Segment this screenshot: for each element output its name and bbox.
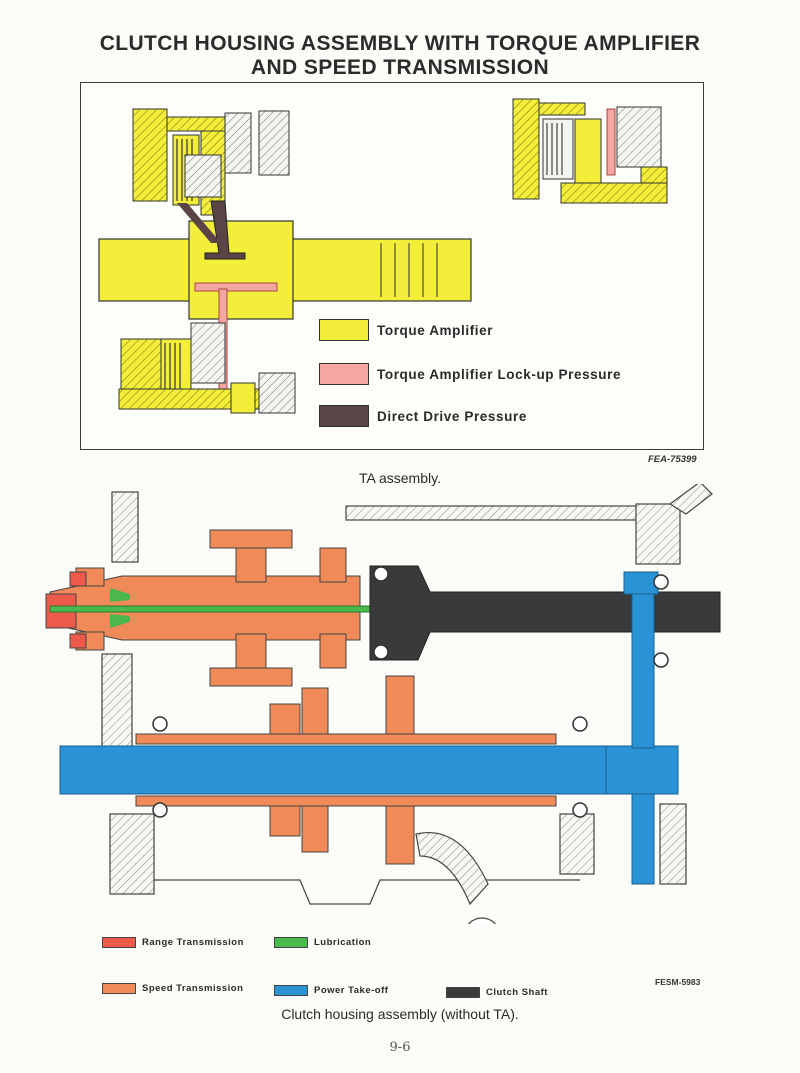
clutch-legend-swatch — [274, 937, 308, 948]
clutch-housing-drawing — [45, 484, 721, 924]
clutch-legend-swatch — [102, 983, 136, 994]
ta-legend-torque-amplifier: Torque Amplifier — [319, 319, 493, 341]
clutch-legend-label: Speed Transmission — [142, 983, 244, 994]
clutch-caption: Clutch housing assembly (without TA). — [281, 1006, 519, 1022]
page-title: CLUTCH HOUSING ASSEMBLY WITH TORQUE AMPL… — [0, 32, 800, 80]
clutch-legend-swatch — [446, 987, 480, 998]
clutch-legend-speed: Speed Transmission — [102, 983, 243, 994]
clutch-legend-label: Range Transmission — [142, 937, 244, 948]
direct-drive-passage — [177, 200, 246, 260]
clutch-figure-code: FESM-5983 — [655, 977, 701, 987]
ta-legend-lockup-pressure: Torque Amplifier Lock-up Pressure — [319, 363, 621, 385]
ta-shaft — [98, 220, 472, 320]
clutch-legend-label: Lubrication — [314, 937, 372, 948]
ta-legend-direct-drive: Direct Drive Pressure — [319, 405, 527, 427]
ta-legend-swatch — [319, 319, 369, 341]
title-line-2: AND SPEED TRANSMISSION — [250, 56, 550, 79]
power-take-off — [59, 571, 679, 885]
page-number: 9-6 — [389, 1040, 411, 1055]
ta-legend-label: Direct Drive Pressure — [377, 408, 527, 424]
ta-detail-view — [512, 98, 668, 204]
ta-caption: TA assembly. — [359, 470, 441, 486]
ta-legend-label: Torque Amplifier Lock-up Pressure — [377, 366, 622, 382]
clutch-legend-label: Power Take-off — [314, 985, 389, 996]
clutch-legend-power-take-off: Power Take-off — [274, 985, 388, 996]
clutch-legend-swatch — [102, 937, 136, 948]
ta-figure-code: FEA-75399 — [648, 454, 697, 465]
bearings — [152, 566, 669, 818]
ta-legend-swatch — [319, 363, 369, 385]
ta-assembly-drawing — [98, 98, 668, 414]
clutch-legend-range: Range Transmission — [102, 937, 244, 948]
ta-lower-housing — [118, 322, 296, 414]
ta-legend-swatch — [319, 405, 369, 427]
ta-upper-housing — [132, 108, 290, 216]
lower-speed-gears — [135, 675, 557, 865]
title-line-1: CLUTCH HOUSING ASSEMBLY WITH TORQUE AMPL… — [99, 32, 701, 55]
ta-legend-label: Torque Amplifier — [377, 322, 494, 338]
clutch-legend-label: Clutch Shaft — [486, 987, 548, 998]
clutch-legend-swatch — [274, 985, 308, 996]
clutch-shaft — [369, 565, 721, 661]
ta-assembly-figure: Torque Amplifier Torque Amplifier Lock-u… — [80, 82, 704, 450]
clutch-legend-clutch-shaft: Clutch Shaft — [446, 987, 548, 998]
clutch-legend-lubrication: Lubrication — [274, 937, 371, 948]
